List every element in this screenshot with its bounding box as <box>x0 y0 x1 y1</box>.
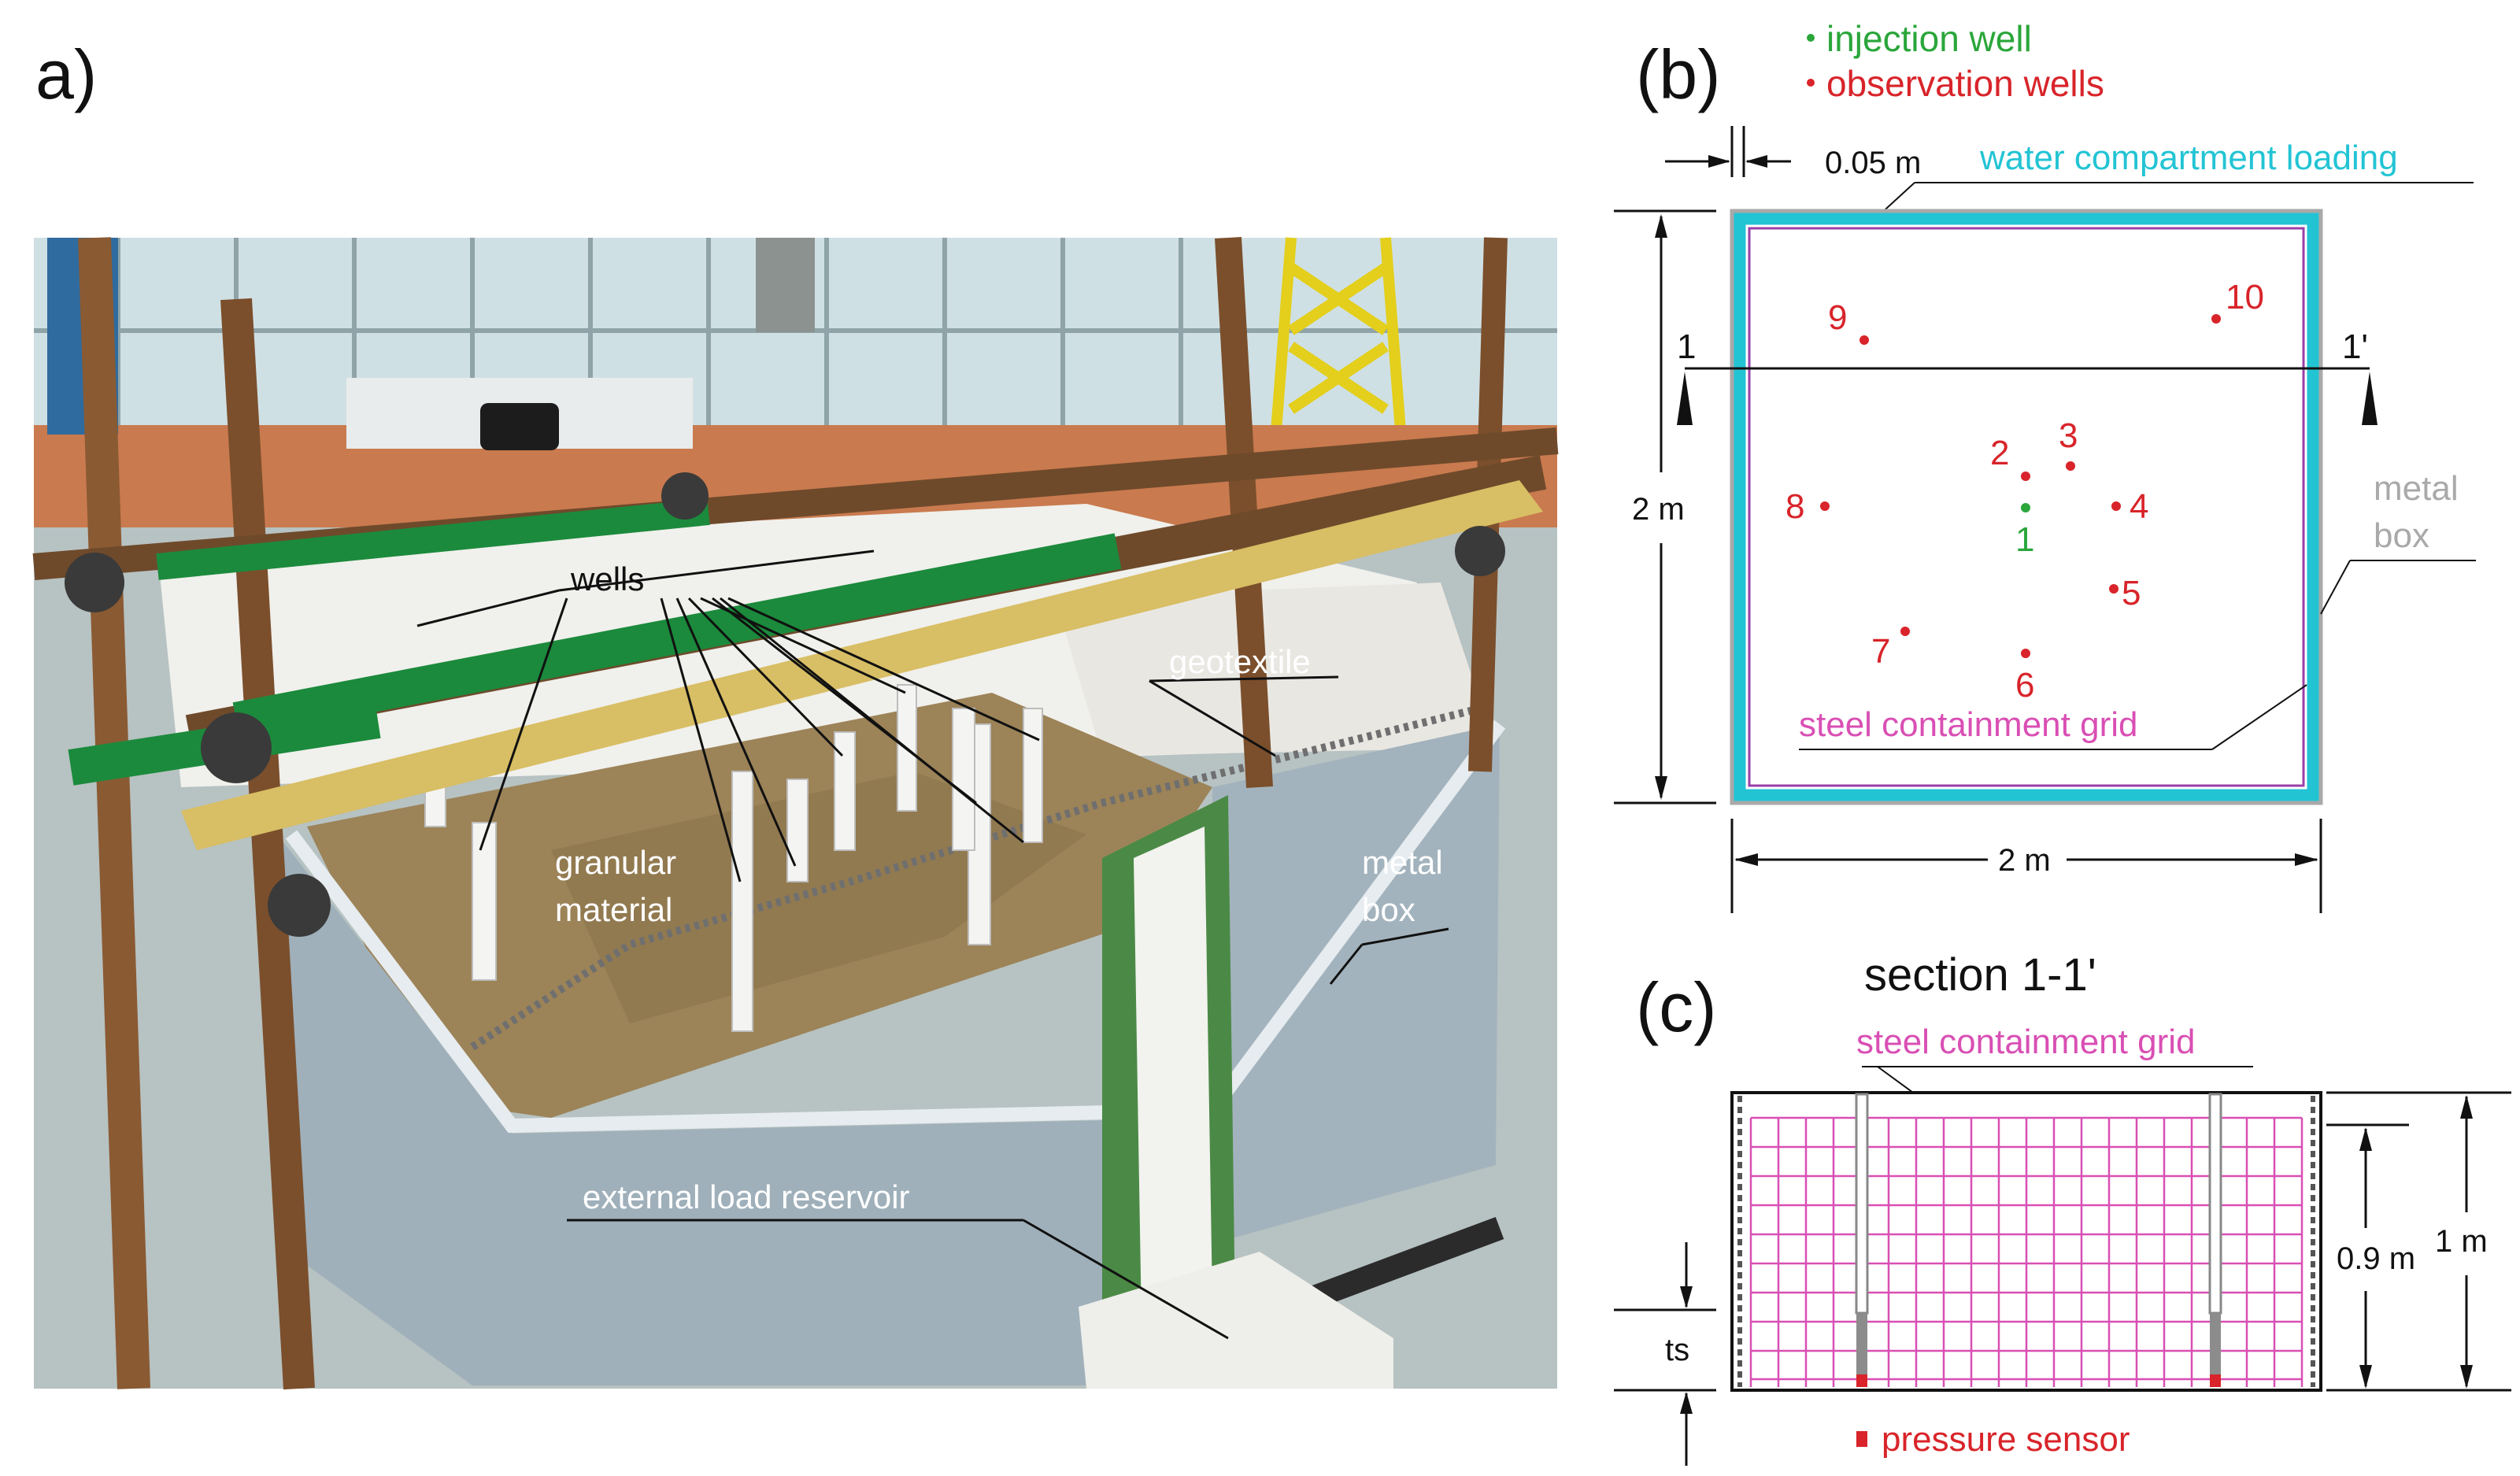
well-6-label: 6 <box>2015 666 2034 705</box>
well-8-label: 8 <box>1785 487 1804 526</box>
dim-ts-label: ts <box>1665 1333 1689 1367</box>
bag <box>480 403 559 450</box>
well-9-label: 9 <box>1828 298 1847 337</box>
legend-observation-dot <box>1807 79 1815 87</box>
legend: injection well observation wells <box>1807 18 2104 104</box>
legend-injection-label: injection well <box>1826 18 2032 59</box>
well-3-label: 3 <box>2059 416 2078 455</box>
well-2-dot <box>2021 472 2030 481</box>
well-tubes <box>424 684 1043 1032</box>
dim-wall-label: 0.05 m <box>1825 146 1921 180</box>
panel-a-label: a) <box>35 35 97 113</box>
legend-injection-dot <box>1807 34 1815 42</box>
well-1-label: 1 <box>2015 520 2034 559</box>
dim-width <box>1730 819 2322 913</box>
section-grid-label: steel containment grid <box>1856 1023 2195 1061</box>
section-title: section 1-1' <box>1864 949 2096 1001</box>
dim-ts <box>1614 1242 1716 1466</box>
plan-metal-callout-diag <box>2320 560 2351 615</box>
panel-c-label: (c) <box>1636 968 1717 1046</box>
wire-mesh-edge <box>470 705 1482 1051</box>
well-5-dot <box>2109 584 2119 594</box>
plan-grid-label: steel containment grid <box>1799 705 2137 744</box>
well-6-dot <box>2021 649 2030 658</box>
white-ruler <box>1134 827 1212 1322</box>
well-7-label: 7 <box>1871 632 1890 671</box>
photo-callout-lines <box>416 549 1449 1340</box>
label-granular-2: material <box>555 891 672 928</box>
well-7-dot <box>1900 627 1910 636</box>
dim-height-label: 2 m <box>1632 492 1685 527</box>
section-well-right <box>2208 1093 2222 1387</box>
well-5-label: 5 <box>2122 574 2141 612</box>
section-box <box>1730 1091 2322 1392</box>
label-granular-1: granular <box>555 844 676 881</box>
metal-box-outline <box>1730 209 2323 805</box>
well-8-dot <box>1820 501 1830 511</box>
box-top-edge <box>285 720 1506 1134</box>
pressure-sensor-label: pressure sensor <box>1882 1420 2130 1459</box>
well-4-dot <box>2111 501 2121 511</box>
geotextile-wall <box>1055 583 1496 756</box>
dim-inner-label: 0.9 m <box>2337 1241 2415 1276</box>
well-9-dot <box>1859 335 1869 345</box>
dim-height <box>1614 209 1716 805</box>
metal-box-right <box>1212 724 1500 1244</box>
lab-photo: wells geotextile granular material metal… <box>32 237 1559 1390</box>
well-10-dot <box>2211 314 2221 324</box>
plan-wells: 1 2 3 4 5 6 7 8 9 10 <box>1785 278 2264 705</box>
water-label: water compartment loading <box>1979 139 2398 177</box>
plan-metal-label-1: metal <box>2374 469 2459 508</box>
yellow-crane <box>1270 237 1407 442</box>
metal-box-front <box>283 842 1212 1385</box>
reservoir-tank <box>1079 1252 1393 1389</box>
well-10-label: 10 <box>2226 278 2264 316</box>
label-wells: wells <box>570 560 644 597</box>
water-compartment <box>1734 213 2319 801</box>
scaffold <box>32 237 1559 1390</box>
label-geotextile: geotextile <box>1169 643 1311 680</box>
legend-observation-label: observation wells <box>1826 63 2104 104</box>
plan-metal-label-2: box <box>2374 516 2429 555</box>
well-3-dot <box>2066 461 2075 471</box>
section-left-label: 1 <box>1677 327 1696 366</box>
panel-b-label: (b) <box>1636 35 1721 113</box>
label-reservoir: external load reservoir <box>583 1178 910 1215</box>
section-line <box>1677 367 2378 425</box>
well-4-label: 4 <box>2130 487 2148 526</box>
control-box <box>756 238 815 332</box>
dim-section-heights <box>2326 1091 2511 1392</box>
well-1-dot <box>2021 503 2030 512</box>
label-metal-2: box <box>1362 891 1415 928</box>
section-well-left <box>1855 1093 1869 1387</box>
plan-grid-callout-diag <box>2211 684 2307 750</box>
well-2-label: 2 <box>1990 434 2009 472</box>
section-right-label: 1' <box>2342 327 2368 366</box>
label-metal-1: metal <box>1362 844 1443 881</box>
dim-width-label: 2 m <box>1998 843 2051 878</box>
dim-wall-thickness <box>1665 126 1791 177</box>
dim-outer-label: 1 m <box>2435 1224 2488 1259</box>
pressure-sensor-swatch <box>1856 1431 1867 1447</box>
